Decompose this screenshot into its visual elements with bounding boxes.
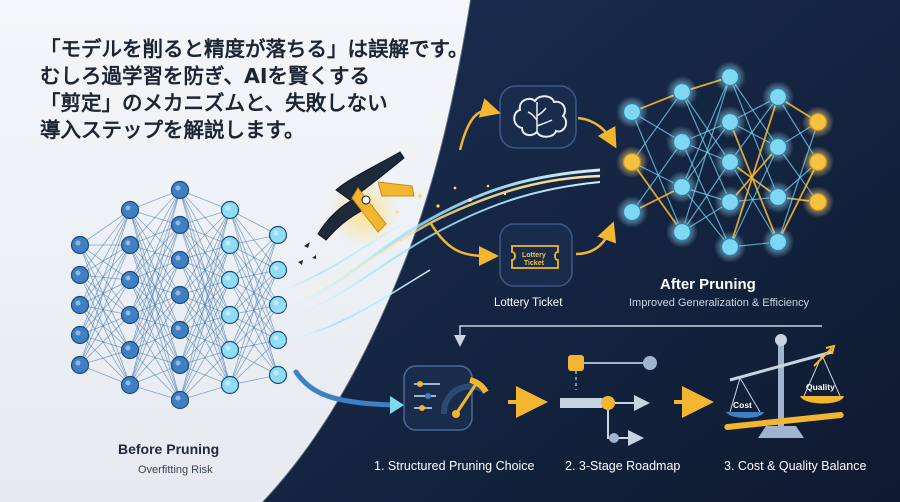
ticket-text-line: Ticket — [523, 260, 544, 267]
step-1-label: 1. Structured Pruning Choice — [374, 459, 535, 473]
scissors-icon — [317, 151, 415, 246]
loop-arrow — [454, 325, 822, 347]
before-network-nodes — [70, 180, 288, 410]
energy-streams — [249, 168, 601, 346]
balance-scale-icon — [724, 334, 844, 438]
after-pruning-subtitle: Improved Generalization & Efficiency — [629, 297, 810, 309]
gauge-icon — [403, 365, 489, 431]
arrow-to-steps — [293, 369, 395, 408]
headline-line: 導入ステップを解説します。 — [40, 118, 305, 142]
ticket-icon — [499, 223, 573, 287]
ticket-text: Lottery Ticket — [522, 252, 546, 268]
flowchart-icon — [560, 355, 657, 446]
before-pruning-title: Before Pruning — [118, 441, 220, 457]
ticket-text-line: Lottery — [522, 252, 546, 259]
step-3-label: 3. Cost & Quality Balance — [724, 459, 867, 473]
lottery-ticket-label: Lottery Ticket — [494, 297, 563, 309]
headline-line: 「モデルを削ると精度が落ちる」は誤解です。 — [40, 37, 469, 61]
brain-icon — [499, 85, 577, 149]
before-pruning-subtitle: Overfitting Risk — [138, 464, 213, 476]
after-pruning-title: After Pruning — [660, 276, 756, 293]
scale-cost-label: Cost — [733, 400, 752, 410]
headline-line: むしろ過学習を防ぎ、AIを賢くする — [40, 64, 370, 88]
after-network-nodes — [616, 61, 834, 263]
headline-line: 「剪定」のメカニズムと、失敗しない — [40, 91, 388, 115]
headline: 「モデルを削ると精度が落ちる」は誤解です。 むしろ過学習を防ぎ、AIを賢くする … — [40, 36, 468, 144]
scale-quality-label: Quality — [806, 382, 835, 392]
step-2-label: 2. 3-Stage Roadmap — [565, 459, 681, 473]
